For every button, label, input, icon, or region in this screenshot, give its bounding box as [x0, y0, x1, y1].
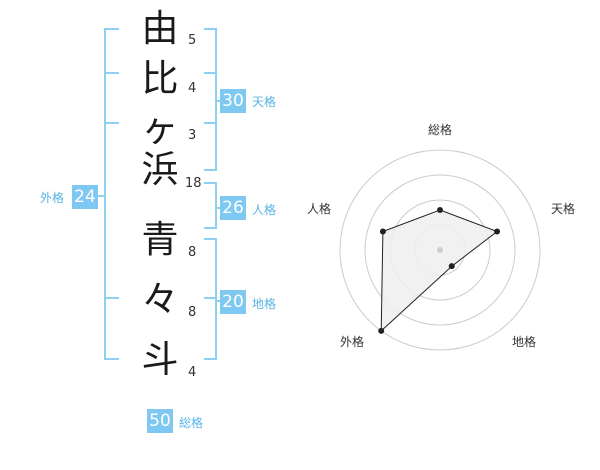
jinkaku-value: 26	[220, 196, 246, 220]
radar-point-5	[379, 228, 386, 235]
radar-axis-label-tenkaku: 天格	[550, 202, 575, 216]
radar-axis-label-jinkaku: 人格	[306, 202, 331, 216]
radar-center-dot	[437, 247, 443, 253]
gaikaku-label: 外格	[40, 191, 65, 205]
radar-series-area	[380, 209, 499, 333]
stroke-count-2: 4	[188, 81, 197, 96]
radar-point-4	[378, 327, 385, 334]
radar-ring-4	[339, 149, 541, 351]
name-char-5: 青	[141, 218, 179, 261]
jinkaku-label: 人格	[252, 203, 277, 217]
name-char-4: 浜	[141, 148, 179, 191]
radar-axis-label-gaikaku: 外格	[339, 335, 364, 349]
stroke-count-4: 18	[185, 176, 202, 191]
stroke-count-5: 8	[188, 245, 197, 260]
radar-point-1	[437, 207, 443, 213]
radar-ring-3	[364, 174, 516, 326]
stroke-count-7: 4	[188, 365, 197, 380]
radar-series-points	[378, 207, 501, 334]
chikaku-value: 20	[220, 290, 246, 314]
stroke-count-1: 5	[188, 33, 197, 48]
radar-axis-label-chikaku: 地格	[511, 335, 536, 349]
tenkaku-label: 天格	[252, 95, 277, 109]
soukaku-value: 50	[147, 409, 173, 433]
name-char-1: 由	[141, 7, 179, 50]
stroke-count-3: 3	[188, 128, 197, 143]
name-char-7: 斗	[141, 338, 179, 381]
name-char-2: 比	[141, 57, 179, 100]
radar-axis-label-soukaku: 総格	[427, 123, 452, 137]
radar-point-2	[494, 228, 501, 235]
tenkaku-value: 30	[220, 89, 246, 113]
name-char-6: 々	[141, 278, 179, 321]
radar-point-3	[448, 263, 455, 270]
name-char-3: ヶ	[141, 107, 179, 150]
gaikaku-value: 24	[72, 185, 98, 209]
stroke-count-6: 8	[188, 305, 197, 320]
chikaku-label: 地格	[252, 297, 277, 311]
soukaku-label: 総格	[179, 416, 204, 430]
